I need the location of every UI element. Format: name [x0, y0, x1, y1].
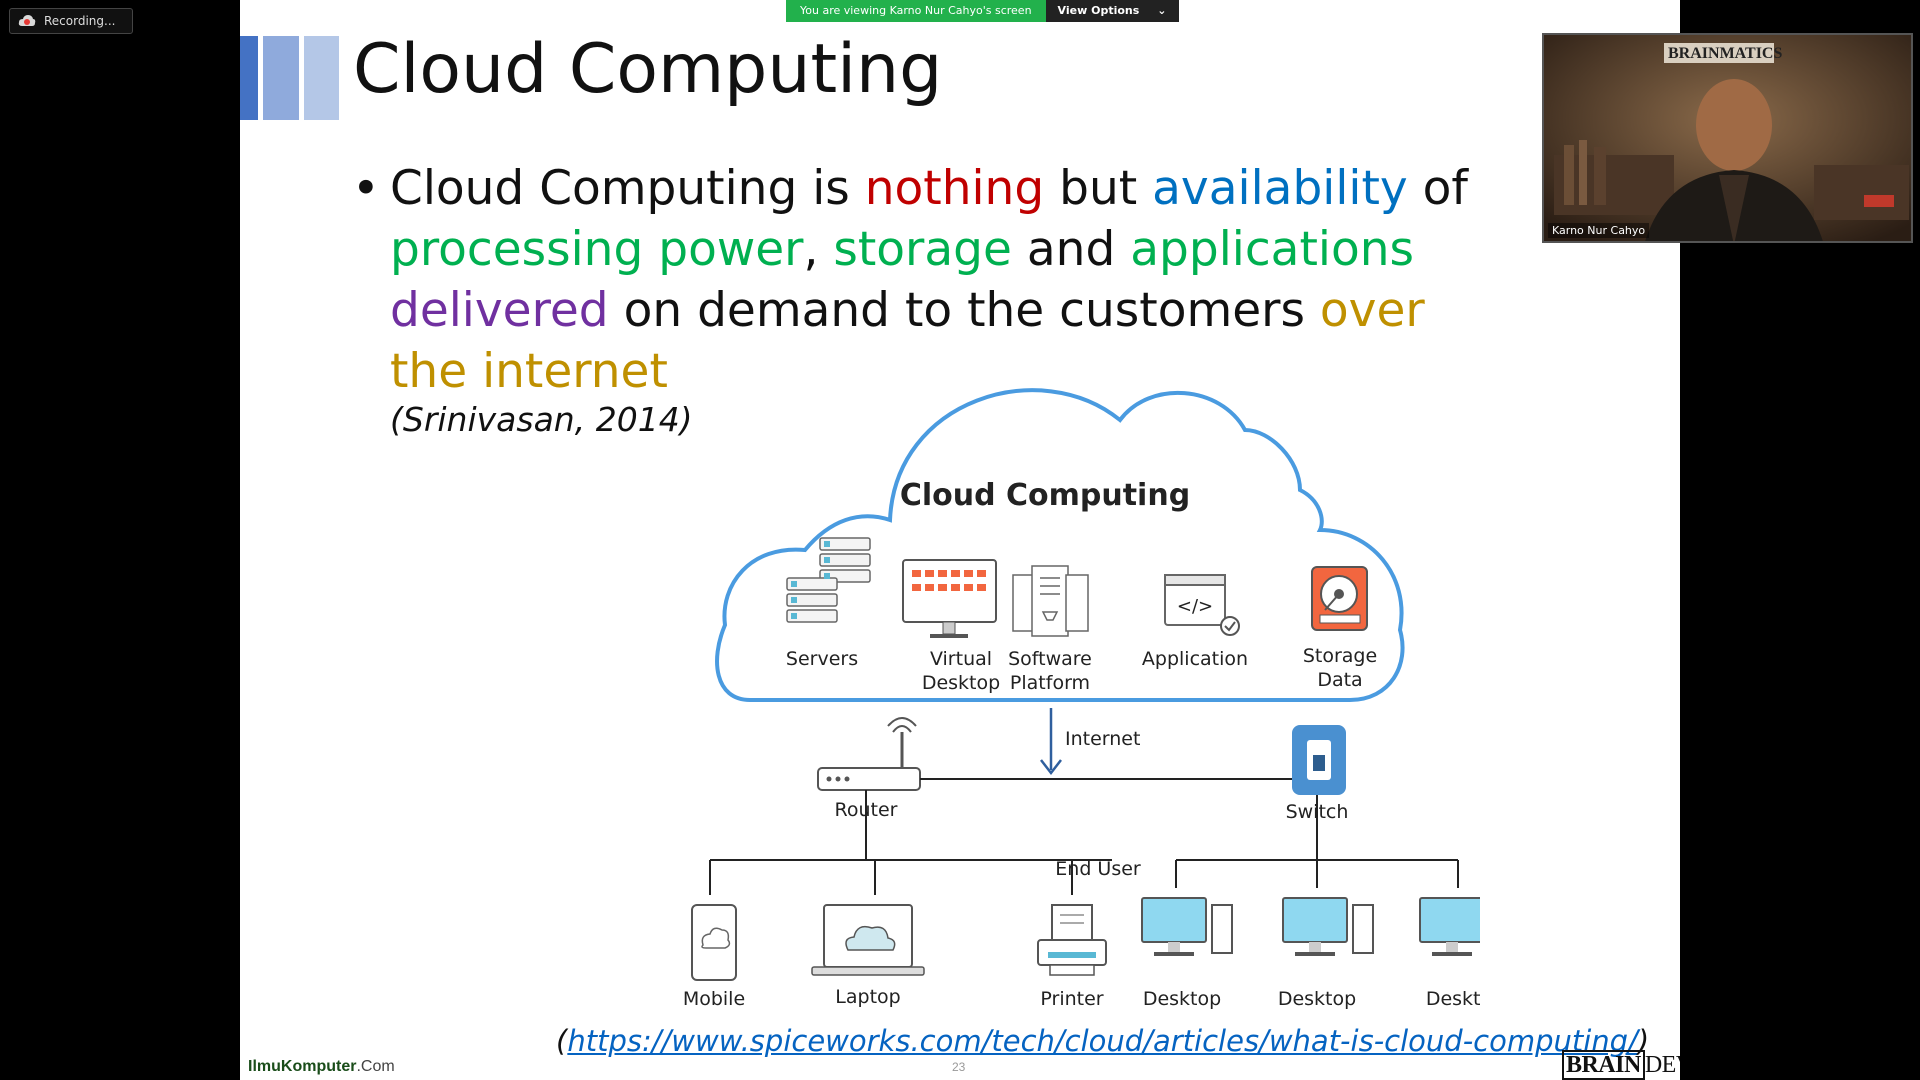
monitor-icon	[902, 559, 997, 638]
logo-text: .Com	[356, 1058, 395, 1075]
title-accent-bar	[304, 36, 339, 120]
screen-share-banner: You are viewing Karno Nur Cahyo's screen…	[786, 0, 1179, 22]
logo-text: IlmuKomputer	[248, 1058, 357, 1075]
service-label: Virtual	[930, 648, 992, 670]
slide-title: Cloud Computing	[353, 30, 943, 109]
braindevs-logo: BRAINDEVS	[1562, 1050, 1680, 1080]
software-platform-icon	[1012, 565, 1089, 637]
source-reference: (https://www.spiceworks.com/tech/cloud/a…	[556, 1024, 1649, 1058]
switch-icon	[1292, 725, 1346, 795]
service-label: Software	[1008, 648, 1092, 670]
slide-number: 23	[952, 1060, 966, 1074]
recording-indicator[interactable]: Recording...	[9, 8, 133, 34]
viewing-status: You are viewing Karno Nur Cahyo's screen	[786, 0, 1046, 22]
highlight-availability: availability	[1152, 161, 1408, 216]
desktop-icon	[1141, 897, 1233, 956]
bullet-text-part: ,	[803, 222, 834, 277]
video-logo-text: BRAINMATICS	[1668, 45, 1783, 62]
device-label: Laptop	[835, 986, 900, 1008]
logo-text: DEVS	[1644, 1052, 1680, 1078]
cloud-record-icon	[18, 15, 36, 26]
service-label: Platform	[1010, 672, 1090, 694]
highlight-applications: applications	[1130, 222, 1414, 277]
shared-slide: Cloud Computing • Cloud Computing is not…	[240, 0, 1680, 1080]
code-window-icon: </>	[1164, 574, 1240, 636]
device-label: Mobile	[683, 988, 745, 1010]
bullet-symbol: •	[352, 161, 380, 216]
bullet-text-part: of	[1407, 161, 1468, 216]
logo-text: BRAIN	[1562, 1050, 1645, 1080]
highlight-processing-power: processing power	[390, 222, 804, 277]
bullet-text: Cloud Computing is nothing but availabil…	[390, 158, 1490, 402]
video-frame-image	[1544, 35, 1911, 241]
highlight-over-the-internet: over the internet	[390, 283, 1425, 399]
svg-text:</>: </>	[1177, 596, 1213, 617]
service-label: Data	[1317, 669, 1362, 691]
highlight-delivered: delivered	[390, 283, 609, 338]
title-accent-bar	[240, 36, 258, 120]
source-url-link[interactable]: https://www.spiceworks.com/tech/cloud/ar…	[567, 1024, 1638, 1058]
device-label: Desktop	[1278, 988, 1356, 1010]
laptop-icon	[811, 904, 925, 976]
diagram-title: Cloud Computing	[900, 478, 1190, 513]
servers-icon	[786, 537, 871, 623]
recording-label: Recording...	[44, 14, 116, 28]
cloud-computing-diagram: Cloud Computing Servers Virtual Desktop	[683, 388, 1480, 1010]
bullet-text-part: but	[1044, 161, 1153, 216]
internet-label: Internet	[1065, 728, 1140, 750]
desktop-icon	[1419, 897, 1480, 956]
service-label: Desktop	[922, 672, 1000, 694]
arrow-head-icon	[1040, 759, 1062, 776]
participant-name: Karno Nur Cahyo	[1548, 223, 1650, 238]
ilmukomputer-logo: IlmuKomputer.Com	[248, 1058, 395, 1076]
title-accent-bar	[263, 36, 299, 120]
service-label: Servers	[786, 648, 858, 670]
printer-icon	[1037, 904, 1107, 976]
participant-video-tile[interactable]: BRAINMATICS Karno Nur Cahyo	[1542, 33, 1913, 243]
service-label: Application	[1142, 648, 1248, 670]
bullet-text-part: Cloud Computing is	[390, 161, 865, 216]
citation: (Srinivasan, 2014)	[390, 400, 693, 439]
paren: (	[556, 1024, 568, 1058]
router-icon	[817, 717, 921, 791]
service-label: Storage	[1303, 645, 1377, 667]
desktop-icon	[1282, 897, 1374, 956]
chevron-down-icon: ⌄	[1157, 4, 1167, 17]
view-options-label: View Options	[1057, 4, 1140, 17]
paren: )	[1637, 1024, 1650, 1058]
device-label: Printer	[1040, 988, 1103, 1010]
device-label: Desktop	[1143, 988, 1221, 1010]
network-lines	[709, 778, 1459, 895]
device-label: Desktop	[1426, 988, 1480, 1010]
view-options-button[interactable]: View Options ⌄	[1045, 0, 1179, 22]
end-user-label: End User	[1055, 858, 1141, 880]
highlight-nothing: nothing	[864, 161, 1045, 216]
mobile-icon	[691, 904, 737, 981]
storage-drive-icon	[1311, 566, 1368, 631]
bullet-text-part: and	[1011, 222, 1131, 277]
bullet-text-part: on demand to the customers	[608, 283, 1320, 338]
highlight-storage: storage	[833, 222, 1012, 277]
